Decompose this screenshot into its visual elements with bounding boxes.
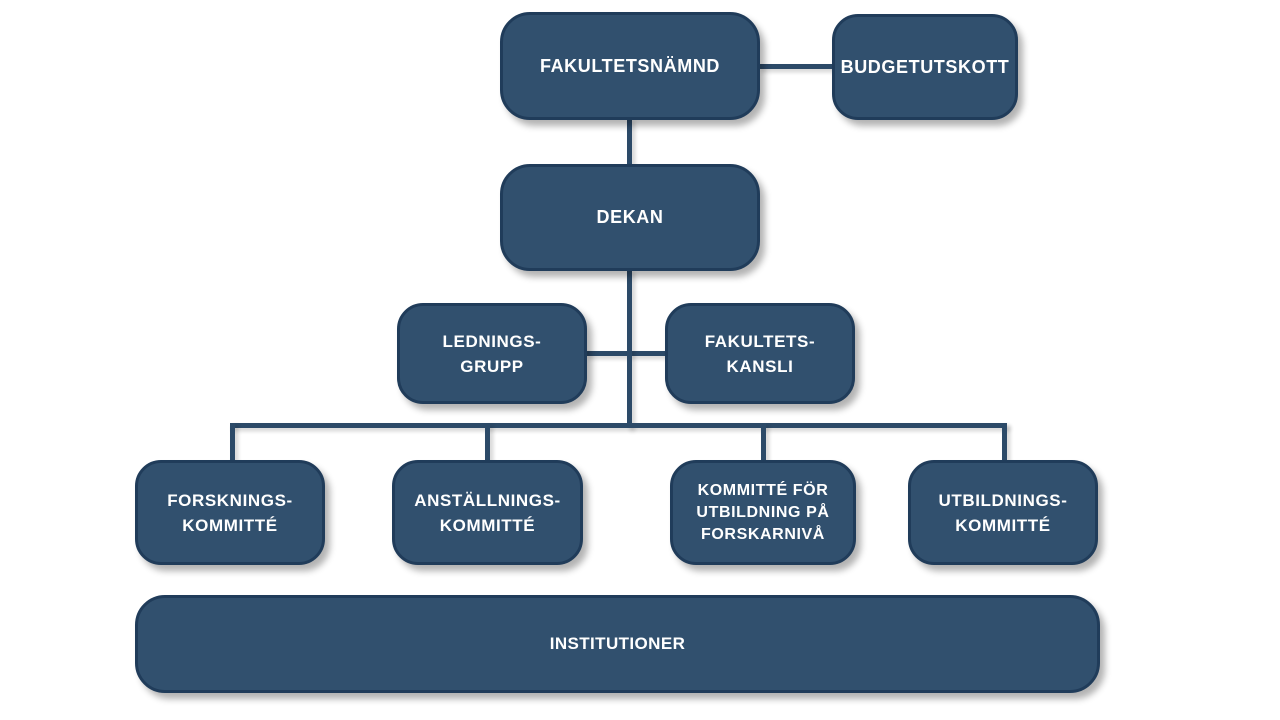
node-ledningsgrupp: LEDNINGS- GRUPP — [397, 303, 587, 404]
node-label: FORSKNINGS- KOMMITTÉ — [167, 490, 293, 535]
node-anstallningskommitte: ANSTÄLLNINGS- KOMMITTÉ — [392, 460, 583, 565]
node-label: KOMMITTÉ FÖR UTBILDNING PÅ FORSKARNIVÅ — [696, 481, 830, 543]
node-label: FAKULTETS- KANSLI — [704, 331, 816, 376]
node-fakultetskansli: FAKULTETS- KANSLI — [665, 303, 855, 404]
connector-drop-forskningskommitte — [230, 423, 235, 463]
connector-drop-utbildningskommitte — [1002, 423, 1007, 463]
node-label: DEKAN — [596, 207, 664, 227]
connector-fakultetsnamnd-budgetutskott — [758, 64, 834, 69]
node-dekan: DEKAN — [500, 164, 760, 271]
connector-ledningsgrupp-fakultetskansli — [585, 351, 667, 356]
connector-dekan-rail — [627, 269, 632, 428]
node-utbildningskommitte: UTBILDNINGS- KOMMITTÉ — [908, 460, 1098, 565]
node-institutioner: INSTITUTIONER — [135, 595, 1100, 693]
connector-rail — [230, 423, 1007, 428]
node-forskningskommitte: FORSKNINGS- KOMMITTÉ — [135, 460, 325, 565]
connector-fakultetsnamnd-dekan — [627, 118, 632, 168]
connector-drop-kommitte-utbildning — [761, 423, 766, 463]
connector-drop-anstallningskommitte — [485, 423, 490, 463]
node-label: FAKULTETSNÄMND — [539, 55, 721, 76]
node-label: BUDGETUTSKOTT — [840, 56, 1010, 77]
node-label: ANSTÄLLNINGS- KOMMITTÉ — [414, 490, 561, 535]
node-fakultetsnamnd: FAKULTETSNÄMND — [500, 12, 760, 120]
node-label: INSTITUTIONER — [549, 634, 686, 653]
node-kommitte-utbildning-forskarniva: KOMMITTÉ FÖR UTBILDNING PÅ FORSKARNIVÅ — [670, 460, 856, 565]
node-budgetutskott: BUDGETUTSKOTT — [832, 14, 1018, 120]
node-label: UTBILDNINGS- KOMMITTÉ — [938, 490, 1068, 535]
node-label: LEDNINGS- GRUPP — [442, 331, 542, 376]
